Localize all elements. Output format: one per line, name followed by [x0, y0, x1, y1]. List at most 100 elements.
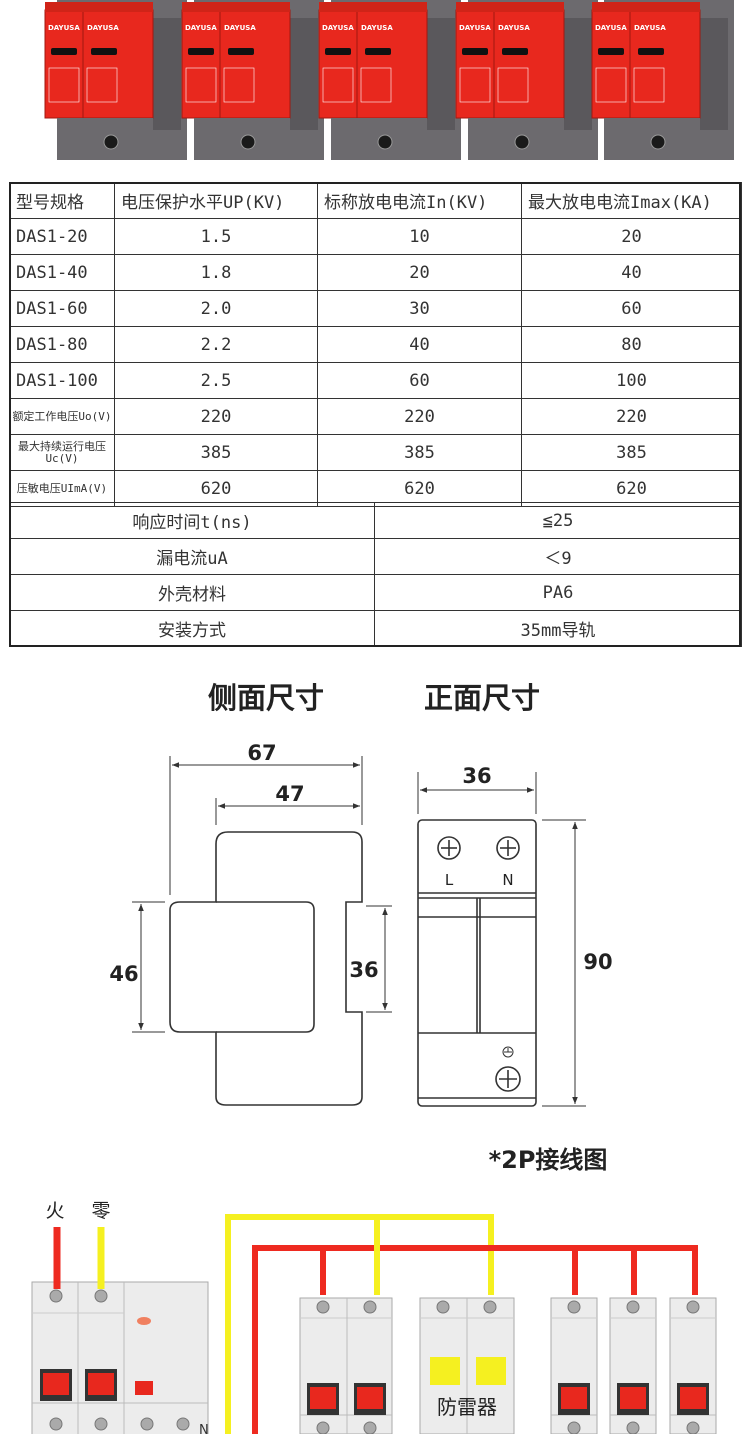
cell-in: 40	[317, 326, 522, 363]
spd-module: 防雷器	[419, 1297, 515, 1434]
dim-label-36-rail: 36	[349, 958, 378, 982]
cell-imax: 40	[521, 254, 742, 291]
cell-imax: 20	[521, 218, 742, 255]
table-row: 压敏电压UImA(V) 620 620 620	[9, 470, 742, 507]
cell-value: 385	[317, 434, 522, 471]
spd-product-photo: DAYUSA DAYUSA	[318, 0, 461, 160]
branch-breaker	[299, 1297, 393, 1434]
brand-label: DAYUSA	[185, 24, 217, 32]
cell-value: PA6	[374, 574, 742, 611]
cell-up: 1.5	[114, 218, 318, 255]
cell-imax: 60	[521, 290, 742, 327]
live-label: 火	[45, 1200, 64, 1222]
branch-breaker	[669, 1297, 717, 1434]
cell-value: 620	[521, 470, 742, 507]
cell-value: 385	[521, 434, 742, 471]
header-model: 型号规格	[9, 182, 115, 219]
branch-breaker	[550, 1297, 598, 1434]
spd-product-photo: DAYUSA DAYUSA	[44, 0, 187, 160]
cell-value: 220	[114, 398, 318, 435]
table-row: DAS1-60 2.0 30 60	[9, 290, 742, 327]
cell-param: 外壳材料	[9, 574, 375, 611]
brand-label: DAYUSA	[459, 24, 491, 32]
cell-up: 1.8	[114, 254, 318, 291]
side-view-outline	[169, 831, 363, 1106]
cell-up: 2.0	[114, 290, 318, 327]
header-in: 标称放电电流In(KV)	[317, 182, 522, 219]
cell-value: 620	[317, 470, 522, 507]
spec-table: 型号规格 电压保护水平UP(KV) 标称放电电流In(KV) 最大放电电流Ima…	[9, 182, 742, 507]
table-row: 外壳材料 PA6	[9, 574, 742, 611]
front-view-outline	[417, 819, 537, 1107]
brand-label: DAYUSA	[498, 24, 530, 32]
table-row: DAS1-20 1.5 10 20	[9, 218, 742, 255]
brand-label: DAYUSA	[322, 24, 354, 32]
table-row: 漏电流uA ＜9	[9, 538, 742, 575]
dim-label-67: 67	[247, 741, 276, 765]
table-row: 额定工作电压Uo(V) 220 220 220	[9, 398, 742, 435]
spd-label: 防雷器	[437, 1395, 497, 1419]
side-dimension-title: 侧面尺寸	[208, 681, 325, 715]
cell-up: 2.2	[114, 326, 318, 363]
cell-param: 压敏电压UImA(V)	[9, 470, 115, 507]
header-imax: 最大放电电流Imax(KA)	[521, 182, 742, 219]
cell-param: 额定工作电压Uo(V)	[9, 398, 115, 435]
cell-model: DAS1-100	[9, 362, 115, 399]
table-header-row: 型号规格 电压保护水平UP(KV) 标称放电电流In(KV) 最大放电电流Ima…	[9, 182, 742, 219]
cell-model: DAS1-40	[9, 254, 115, 291]
cell-param: 最大持续运行电压Uc(V)	[9, 434, 115, 471]
brand-label: DAYUSA	[595, 24, 627, 32]
brand-label: DAYUSA	[634, 24, 666, 32]
ground-screw-icon	[495, 1066, 521, 1092]
cell-up: 2.5	[114, 362, 318, 399]
table-row: 最大持续运行电压Uc(V) 385 385 385	[9, 434, 742, 471]
cell-value: 35mm导轨	[374, 610, 742, 647]
cell-in: 30	[317, 290, 522, 327]
dim-label-46: 46	[109, 962, 138, 986]
wiring-title: *2P接线图	[489, 1146, 608, 1174]
ground-symbol-icon	[502, 1046, 514, 1058]
cell-param: 响应时间t(ns)	[9, 502, 375, 539]
terminal-label-n: N	[502, 871, 513, 889]
cell-value: ＜9	[374, 538, 742, 575]
cell-model: DAS1-60	[9, 290, 115, 327]
neutral-label: 零	[91, 1200, 110, 1222]
brand-label: DAYUSA	[87, 24, 119, 32]
screw-icon	[437, 836, 461, 860]
cell-imax: 80	[521, 326, 742, 363]
n-label: N	[199, 1423, 209, 1434]
cell-param: 安装方式	[9, 610, 375, 647]
table-row: DAS1-40 1.8 20 40	[9, 254, 742, 291]
table-row: DAS1-100 2.5 60 100	[9, 362, 742, 399]
wiring-diagram: *2P接线图 火 零 N 防雷器	[31, 1146, 717, 1434]
brand-label: DAYUSA	[224, 24, 256, 32]
spd-product-photo: DAYUSA DAYUSA	[591, 0, 734, 160]
spd-product-photo: DAYUSA DAYUSA	[455, 0, 598, 160]
table-row: 响应时间t(ns) ≦25	[9, 502, 742, 539]
table-row: DAS1-80 2.2 40 80	[9, 326, 742, 363]
header-up: 电压保护水平UP(KV)	[114, 182, 318, 219]
spec-table-extra: 响应时间t(ns) ≦25 漏电流uA ＜9 外壳材料 PA6 安装方式 35m…	[9, 502, 742, 647]
cell-imax: 100	[521, 362, 742, 399]
cell-in: 10	[317, 218, 522, 255]
main-breaker: N	[31, 1281, 209, 1434]
screw-icon	[496, 836, 520, 860]
cell-value: ≦25	[374, 502, 742, 539]
cell-param: 漏电流uA	[9, 538, 375, 575]
cell-model: DAS1-80	[9, 326, 115, 363]
brand-label: DAYUSA	[48, 24, 80, 32]
cell-in: 20	[317, 254, 522, 291]
dim-label-90: 90	[583, 950, 612, 974]
dimension-drawing: 67 47 46 36 36 90 L N	[109, 741, 613, 1107]
cell-value: 220	[317, 398, 522, 435]
front-dimension-title: 正面尺寸	[424, 681, 541, 715]
branch-breaker	[609, 1297, 657, 1434]
cell-in: 60	[317, 362, 522, 399]
cell-model: DAS1-20	[9, 218, 115, 255]
dim-label-36: 36	[462, 764, 491, 788]
table-row: 安装方式 35mm导轨	[9, 610, 742, 647]
cell-value: 385	[114, 434, 318, 471]
spd-product-photo: DAYUSA DAYUSA	[181, 0, 324, 160]
brand-label: DAYUSA	[361, 24, 393, 32]
